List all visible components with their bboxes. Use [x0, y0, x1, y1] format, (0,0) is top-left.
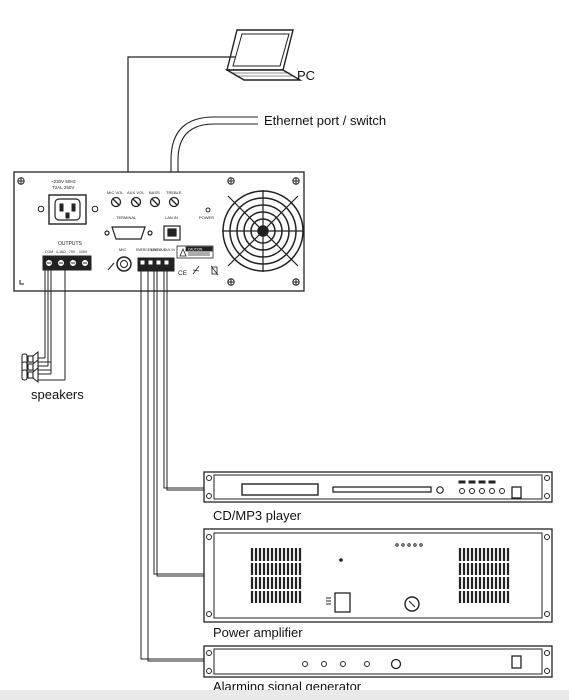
line-out-label: LINE OUT: [151, 248, 166, 252]
mic-vol-label: MIC VOL: [107, 190, 124, 195]
emergency-in-label: EMERGENCY IN: [136, 248, 161, 252]
terminal-label: TERMINAL: [116, 215, 137, 220]
ohm-label: 4-16Ω: [56, 250, 66, 254]
power-label: POWER: [199, 215, 214, 220]
power-amp-label: Power amplifier: [213, 625, 303, 640]
speaker-wires: [38, 270, 66, 381]
speakers-label: speakers: [31, 387, 84, 402]
ethernet-cable: [170, 116, 258, 225]
v100-label: 100V: [79, 250, 88, 254]
bass-label: BASS: [149, 190, 160, 195]
screw-icon: [17, 177, 300, 286]
ce-mark: CE: [178, 270, 188, 277]
cd-player-device: [203, 471, 553, 503]
panel-voltage-label: ~230V 50Hz: [51, 179, 77, 184]
volume-knobs: [110, 196, 180, 208]
compliance-icons: [192, 265, 219, 276]
caution-text: CAUTION: [188, 248, 203, 252]
panel-fuse-label: T2AL 250V: [52, 185, 74, 190]
aux-vol-label: AUX VOL: [127, 190, 145, 195]
alarm-generator-device: [203, 645, 553, 678]
mic-jack-icon: [116, 256, 132, 272]
audio-signal-lines: [140, 271, 214, 662]
aux-in-label: AUX IN: [164, 248, 175, 252]
pc-label: PC: [297, 68, 316, 83]
treble-label: TREBLE: [166, 190, 182, 195]
power-inlet-icon: [37, 194, 99, 225]
com-label: COM: [45, 250, 53, 254]
audio-terminal-block: [137, 257, 175, 272]
terminal-port-icon: [104, 226, 153, 240]
output-terminals: [42, 255, 92, 271]
ethernet-label: Ethernet port / switch: [264, 113, 387, 128]
mic-label: MIC: [119, 247, 126, 252]
power-led-icon: [205, 207, 211, 213]
caution-label-icon: [176, 245, 214, 259]
fan-grille-icon: [222, 190, 304, 272]
laptop-icon: [224, 29, 303, 81]
v70-label: 70V: [69, 250, 76, 254]
speaker-icons: [21, 350, 39, 384]
cd-player-label: CD/MP3 player: [213, 508, 302, 523]
lan-port-icon: [163, 225, 181, 241]
power-amplifier-device: [203, 528, 553, 623]
mixer-rear-panel: ~230V 50Hz T2AL 250V MIC VOL AUX VOL BAS…: [13, 171, 305, 292]
bottom-strip: [0, 690, 569, 700]
lan-in-label: LAN IN: [165, 215, 178, 220]
outputs-label: OUTPUTS: [58, 241, 83, 247]
